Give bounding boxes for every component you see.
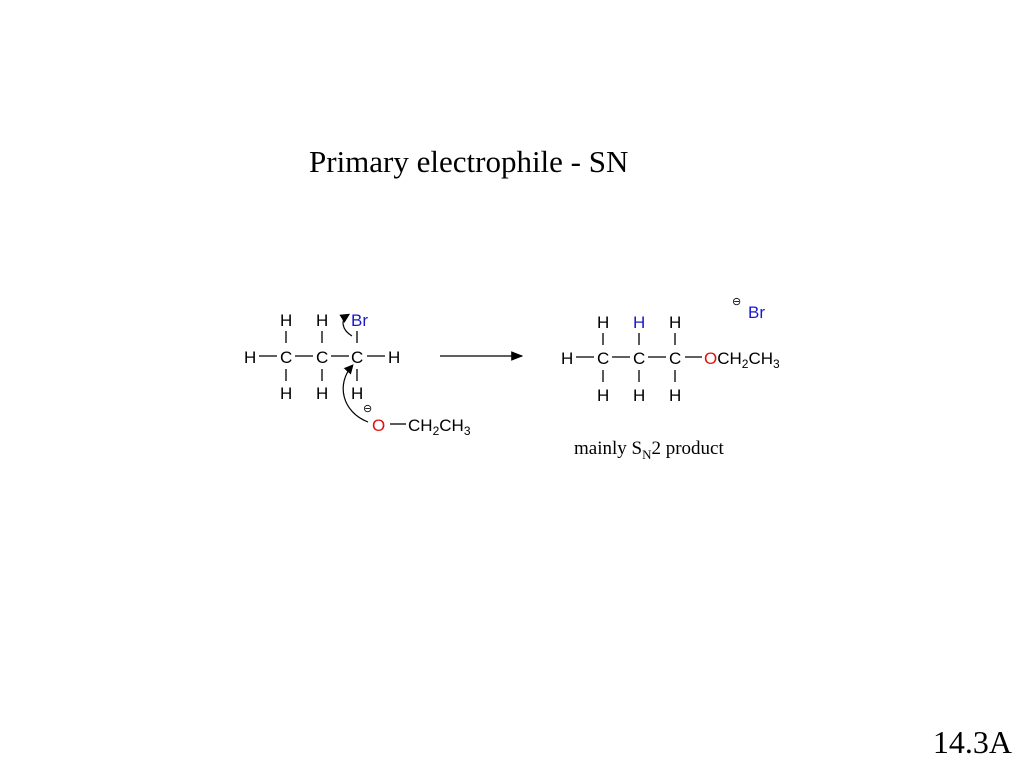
reactant-h-left: H [244,348,256,367]
nucleophile-ethoxide: ⊖ O CH2CH3 [342,364,471,438]
product-c2: C [633,349,645,368]
reactant-molecule: H C C C H H H Br H H H [244,311,400,403]
product-c3: C [669,349,681,368]
reactant-bromine: Br [351,311,368,330]
bromide-ion: ⊖ Br [732,296,765,322]
product-h-bottom-2: H [633,386,645,405]
reactant-h-bottom-1: H [280,384,292,403]
product-h-top-3: H [669,313,681,332]
product-h-left: H [561,349,573,368]
reactant-h-top-1: H [280,311,292,330]
slide-title: Primary electrophile - SN [309,144,629,179]
negative-charge-icon: ⊖ [363,403,372,415]
reactant-h-top-2: H [316,311,328,330]
product-h-bottom-3: H [669,386,681,405]
reactant-h-bottom-2: H [316,384,328,403]
product-molecule: H C C C OCH2CH3 H H H H H H [561,313,780,405]
product-h-bottom-1: H [597,386,609,405]
nucleophile-oxygen: O [372,416,385,435]
product-ether-group: OCH2CH3 [704,349,780,371]
product-h-top-2-highlighted: H [633,313,645,332]
product-h-top-1: H [597,313,609,332]
curly-arrow-nucleophilic-attack [342,364,369,423]
reactant-c3: C [351,348,363,367]
product-caption: mainly SN2 product [574,438,724,462]
negative-charge-icon: ⊖ [732,296,741,308]
reactant-c2: C [316,348,328,367]
curly-arrow-leaving-group [339,313,353,337]
reactant-c1: C [280,348,292,367]
bromide-label: Br [748,303,765,322]
nucleophile-ethyl: CH2CH3 [408,416,471,438]
reactant-h-right: H [388,348,400,367]
reactant-h-bottom-3: H [351,384,363,403]
slide-number: 14.3A [932,724,1012,760]
product-c1: C [597,349,609,368]
